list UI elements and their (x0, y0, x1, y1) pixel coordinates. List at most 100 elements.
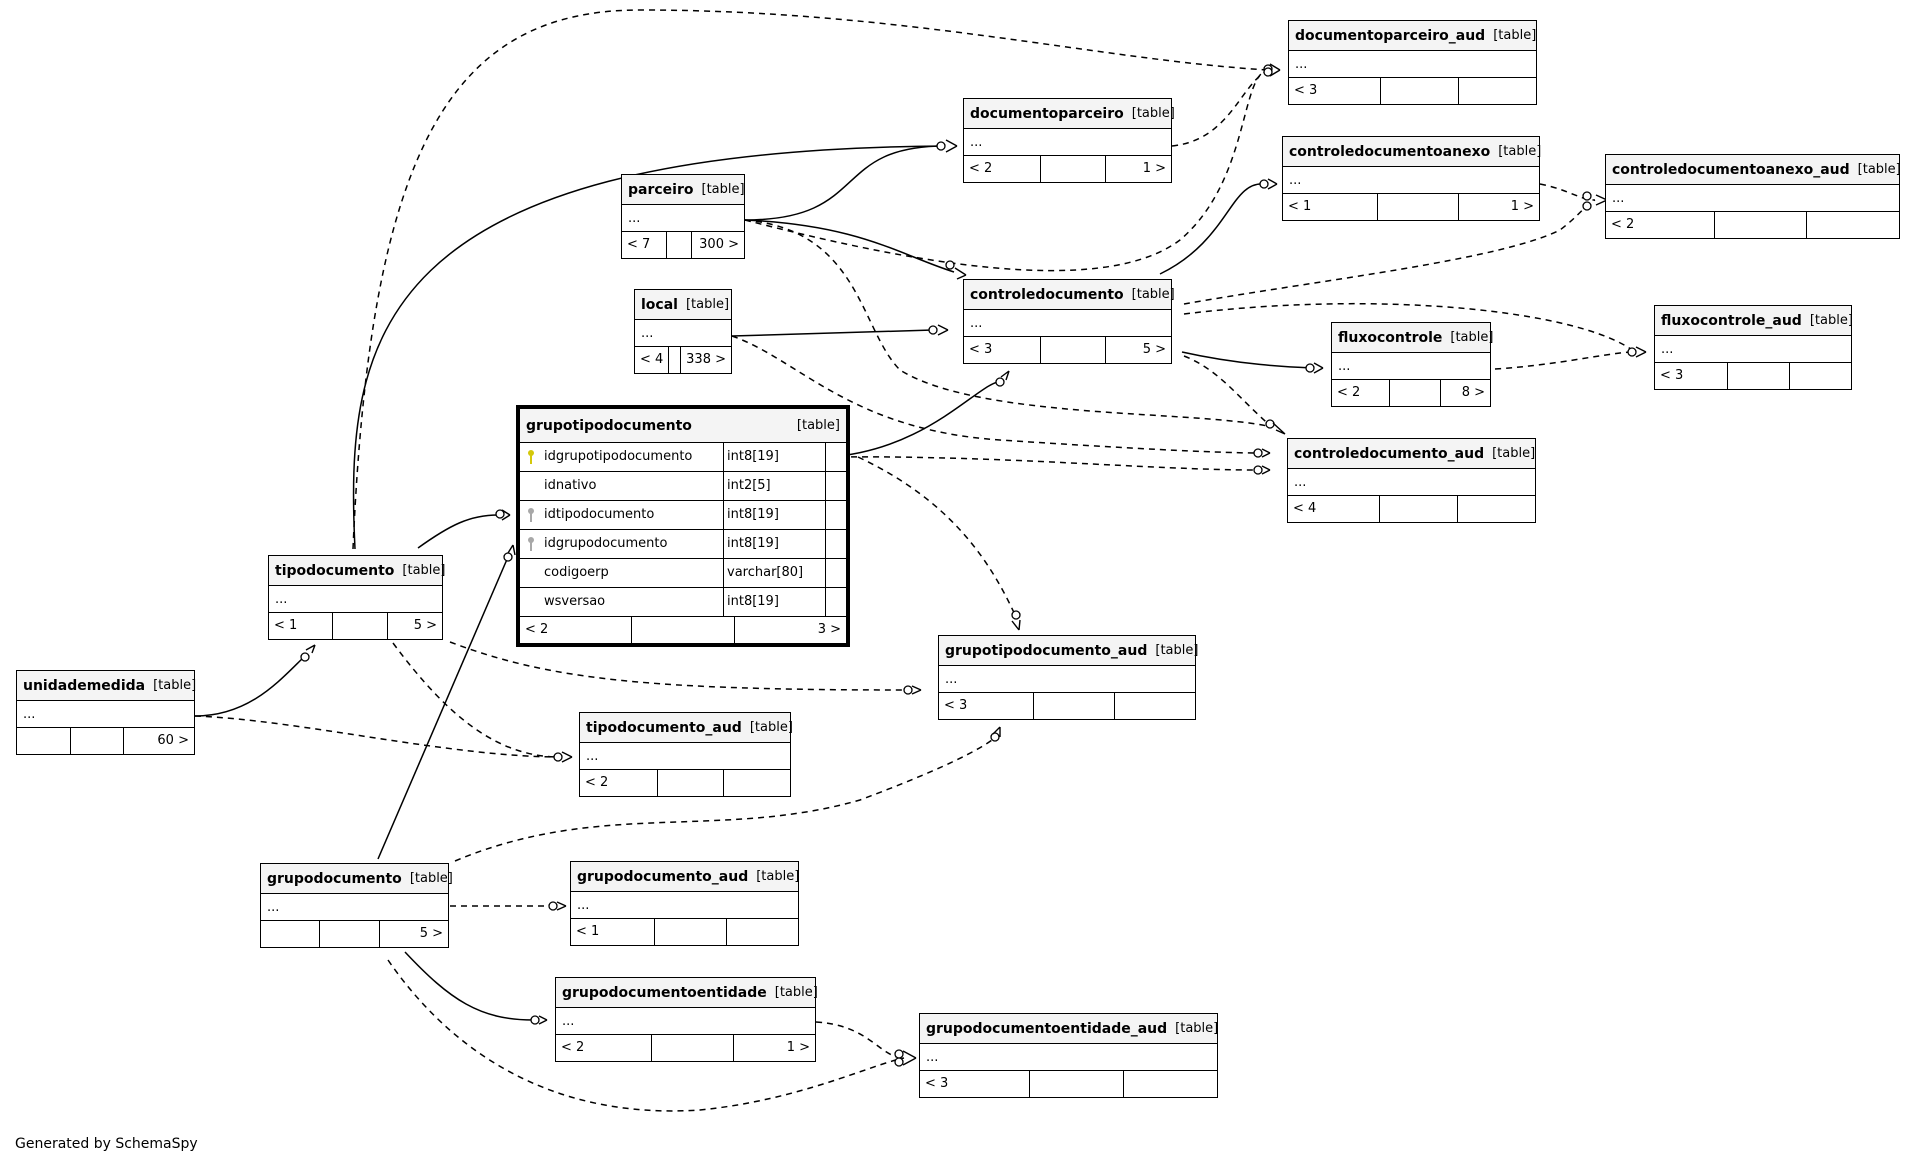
table-name: controledocumentoanexo_aud (1612, 161, 1850, 178)
column-type: int8[19] (724, 443, 826, 471)
table-grupodocumento-aud[interactable]: grupodocumento_aud[table] ... < 1 (570, 861, 799, 946)
column-type: int2[5] (724, 472, 826, 500)
child-count (726, 919, 798, 945)
edge-parceiro-controledocumento (744, 219, 955, 273)
child-count: 8 > (1439, 380, 1490, 406)
parent-count: < 3 (925, 1076, 949, 1091)
parent-count: < 3 (1294, 83, 1318, 98)
edge-controledocumento-controledocumentoanexo (1159, 183, 1266, 275)
table-columns-summary: ... (1283, 167, 1539, 194)
table-columns-summary: ... (580, 743, 790, 770)
edge-parceiro-controledocumento-aud (744, 219, 1273, 428)
table-columns-summary: ... (964, 129, 1171, 156)
table-tag: [table] (1450, 330, 1494, 345)
table-tag: [table] (1155, 643, 1199, 658)
edge-documentoparceiro-documentoparceiro-aud (1171, 69, 1269, 147)
child-count (1114, 693, 1195, 719)
table-tag: [table] (1498, 144, 1542, 159)
edge-parceiro-documentoparceiro (744, 145, 946, 221)
edge-tipodocumento-documentoparceiro (352, 145, 946, 550)
column-row[interactable]: idnativo int2[5] (520, 472, 846, 501)
column-count (666, 232, 690, 258)
table-columns-summary: ... (556, 1008, 815, 1035)
column-extra (826, 559, 846, 587)
column-count (1039, 337, 1106, 363)
foreign-key-icon (528, 508, 534, 522)
table-name: fluxocontrole (1338, 329, 1443, 346)
column-count (1033, 693, 1114, 719)
column-count (1379, 78, 1458, 104)
child-count: 1 > (1105, 156, 1171, 182)
column-name-cell: idgrupodocumento (520, 530, 724, 558)
column-count (1726, 363, 1789, 389)
edge-grupodocumentoentidade-aud (815, 1021, 905, 1059)
edge-grupodocumento-grupodocumentoentidade-aud (387, 959, 905, 1112)
table-name: fluxocontrole_aud (1661, 312, 1802, 329)
edge-tipodocumento-tipodocumento-aud (392, 642, 561, 758)
column-count (1389, 380, 1439, 406)
table-columns-summary: ... (17, 701, 194, 728)
table-grupotipodocumento[interactable]: grupotipodocumento[table] idgrupotipodoc… (516, 405, 850, 647)
edge-unidademedida-tipodocumento (194, 655, 306, 717)
table-name: documentoparceiro (970, 105, 1124, 122)
table-columns-summary: ... (1606, 185, 1899, 212)
child-count (1123, 1071, 1217, 1097)
child-count: 338 > (680, 347, 731, 373)
table-name: tipodocumento_aud (586, 719, 742, 736)
edge-local-controledocumento-aud (731, 335, 1258, 454)
table-name: grupodocumento_aud (577, 868, 749, 885)
table-tag: [table] (1493, 28, 1537, 43)
table-columns-summary: ... (964, 310, 1171, 337)
column-row[interactable]: codigoerp varchar[80] (520, 559, 846, 588)
table-tag: [table] (701, 182, 745, 197)
column-count (1378, 496, 1457, 522)
table-columns-summary: ... (1655, 336, 1851, 363)
table-grupodocumento[interactable]: grupodocumento[table] ... 5 > (260, 863, 453, 948)
table-grupodocumentoentidade-aud[interactable]: grupodocumentoentidade_aud[table] ... < … (919, 1013, 1218, 1098)
table-columns-summary: ... (269, 586, 442, 613)
table-tag: [table] (1857, 162, 1901, 177)
column-row[interactable]: wsversao int8[19] (520, 588, 846, 617)
parent-count: < 1 (1288, 199, 1312, 214)
edge-tipodocumento-documentoparceiro-aud (352, 9, 1269, 550)
column-extra (826, 530, 846, 558)
edge-fluxocontrole-fluxocontrole-aud (1494, 351, 1636, 370)
table-documentoparceiro-aud[interactable]: documentoparceiro_aud[table] ... < 3 (1288, 20, 1537, 105)
edge-grupotipodocumento-grupotipodocumento-aud (857, 456, 1017, 618)
edge-tipodocumento-grupotipodocumento (417, 514, 499, 549)
table-grupotipodocumento-aud[interactable]: grupotipodocumento_aud[table] ... < 3 (938, 635, 1199, 720)
edge-grupotipodocumento-controledocumento (828, 380, 1004, 458)
edge-controledocumentoanexo-aud (1539, 183, 1596, 201)
table-tag: [table] (749, 720, 793, 735)
parent-count: < 3 (969, 342, 993, 357)
column-count (654, 919, 726, 945)
table-fluxocontrole-aud[interactable]: fluxocontrole_aud[table] ... < 3 (1654, 305, 1853, 390)
edge-controledocumento-controledocumentoanexo-aud (1183, 199, 1596, 305)
table-tipodocumento-aud[interactable]: tipodocumento_aud[table] ... < 2 (579, 712, 793, 797)
primary-key-icon (528, 450, 534, 464)
table-name: controledocumentoanexo (1289, 143, 1491, 160)
table-tag: [table] (1809, 313, 1853, 328)
table-controledocumento-aud[interactable]: controledocumento_aud[table] ... < 4 (1287, 438, 1536, 523)
column-name-cell: idgrupotipodocumento (520, 443, 724, 471)
child-count (723, 770, 790, 796)
table-tag: [table] (774, 985, 818, 1000)
child-count: 3 > (733, 617, 846, 643)
column-row[interactable]: idgrupotipodocumento int8[19] (520, 443, 846, 472)
column-row[interactable]: idgrupodocumento int8[19] (520, 530, 846, 559)
table-tag: [table] (153, 678, 197, 693)
column-row[interactable]: idtipodocumento int8[19] (520, 501, 846, 530)
column-type: int8[19] (724, 588, 826, 616)
column-name: codigoerp (544, 565, 609, 580)
table-unidademedida[interactable]: unidademedida[table] ... 60 > (16, 670, 197, 755)
table-controledocumentoanexo-aud[interactable]: controledocumentoanexo_aud[table] ... < … (1605, 154, 1901, 239)
parent-count: < 1 (576, 924, 600, 939)
